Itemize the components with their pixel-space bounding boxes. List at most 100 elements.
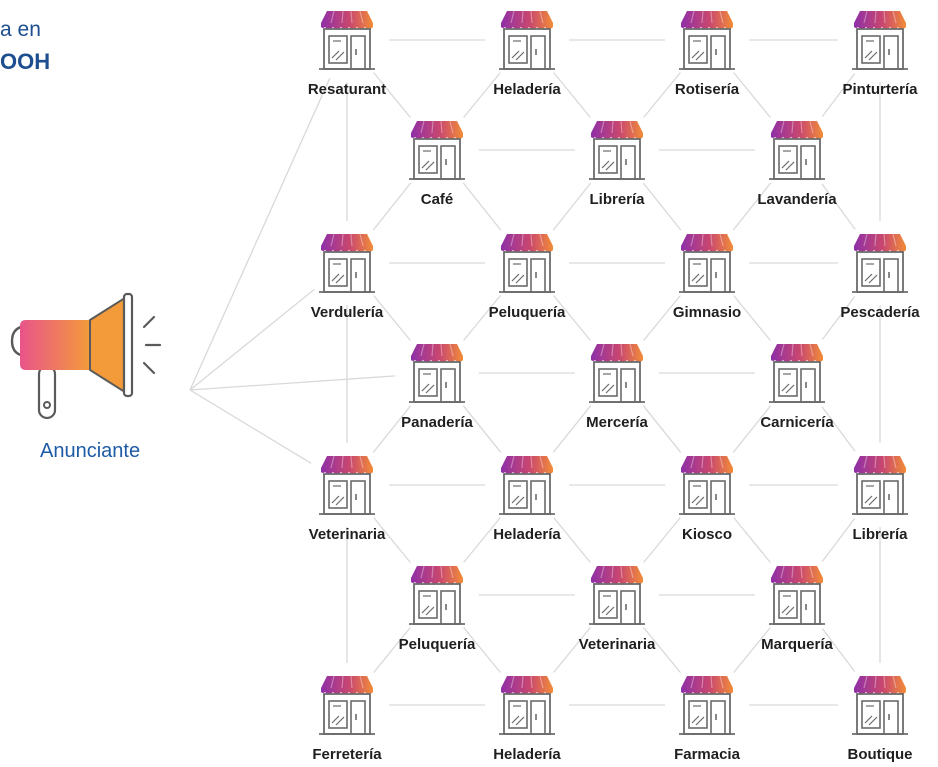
store-label: Mercería [586,414,648,431]
connection-line [462,182,502,231]
store-node: Pinturtería [842,10,918,98]
connection-line [821,73,856,117]
connection-line [463,517,501,563]
storefront-icon [318,455,376,515]
storefront-icon [851,675,909,735]
connection-line [373,517,411,563]
store-label: Marquería [761,636,833,653]
connection-line [463,295,501,341]
store-label: Peluquería [489,304,566,321]
connection-line [733,72,771,118]
connection-line [553,627,591,673]
store-node: Verdulería [311,233,384,321]
store-node: Peluquería [399,565,476,653]
store-node: Mercería [586,343,649,431]
store-label: Verdulería [311,304,384,321]
connection-line [189,389,312,464]
connection-line [553,72,591,118]
storefront-icon [851,233,909,293]
connection-line [642,405,682,453]
connection-line [821,406,856,452]
connection-line [463,72,501,118]
connection-line [552,405,592,453]
store-label: Pinturtería [842,81,918,98]
store-node: Marquería [761,565,833,653]
storefront-icon [318,675,376,735]
connection-line [189,78,331,391]
store-node: Veterinaria [579,565,656,653]
connection-line [553,295,591,341]
connection-line [732,405,772,453]
store-label: Boutique [848,746,913,763]
connection-line [643,517,681,563]
store-node: Pescadería [840,233,920,321]
storefront-icon [851,10,909,70]
store-label: Heladería [493,746,561,763]
headline-line-1: a en [0,18,41,41]
store-label: Heladería [493,526,561,543]
megaphone-icon [10,292,162,420]
advertiser-label: Anunciante [40,440,141,462]
store-node: Café [408,120,466,208]
storefront-icon [588,120,646,180]
store-node: Heladería [493,675,561,763]
connection-line [189,288,315,391]
store-node: Rotisería [675,10,740,98]
store-label: Heladería [493,81,561,98]
store-node: Kiosco [678,455,736,543]
store-node: Veterinaria [309,455,386,543]
storefront-icon [498,455,556,515]
connection-line [553,517,591,563]
storefront-icon [678,10,736,70]
storefront-icon [678,455,736,515]
store-label: Kiosco [682,526,732,543]
storefront-icon [408,120,466,180]
storefront-icon [851,455,909,515]
connection-line [821,183,856,230]
storefront-icon [408,565,466,625]
store-node: Farmacia [674,675,741,763]
headline-line-2: OOH [0,49,51,74]
store-label: Peluquería [399,636,476,653]
connection-line [821,628,856,672]
connection-lines [189,39,881,706]
store-label: Café [421,191,454,208]
storefront-icon [498,675,556,735]
connection-line [643,72,681,118]
storefront-icon [768,565,826,625]
connection-line [733,295,771,341]
store-node: Heladería [493,455,561,543]
connection-line [643,295,681,341]
storefront-icon [588,565,646,625]
store-label: Farmacia [674,746,741,763]
store-node: Ferretería [312,675,382,763]
storefront-icon [498,233,556,293]
store-node: Gimnasio [673,233,741,321]
store-node: Carnicería [760,343,834,431]
connection-line [372,405,412,453]
connection-line [373,295,411,341]
connection-line [732,182,772,231]
connection-line [463,627,501,673]
storefront-icon [318,233,376,293]
store-node: Peluquería [489,233,566,321]
store-node: Panadería [401,343,474,431]
store-node: Librería [588,120,646,208]
storefront-icon [678,675,736,735]
connection-line [552,182,592,231]
storefront-icon [498,10,556,70]
store-label: Librería [589,191,645,208]
connection-line [642,182,682,231]
store-label: Pescadería [840,304,920,321]
store-node: Boutique [848,675,913,763]
connection-line [733,627,771,673]
store-label: Carnicería [760,414,834,431]
store-node: Librería [851,455,909,543]
connection-line [372,182,412,231]
storefront-icon [678,233,736,293]
store-label: Gimnasio [673,304,741,321]
storefront-icon [588,343,646,403]
connection-line [643,627,681,673]
connection-line [821,518,856,562]
